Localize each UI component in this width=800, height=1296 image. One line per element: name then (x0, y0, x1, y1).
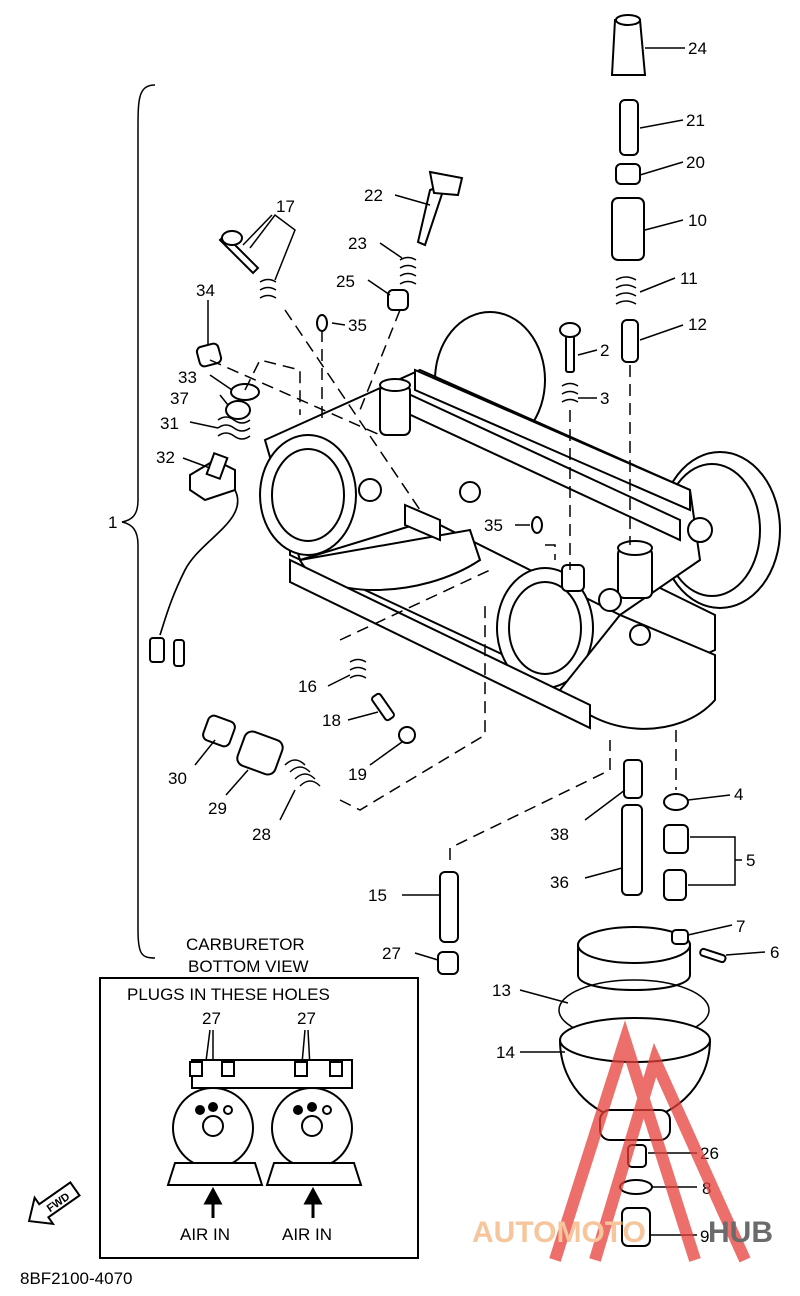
callout-18: 18 (322, 711, 341, 730)
leader-lines (182, 47, 766, 1236)
inset-air-in-left: AIR IN (180, 1225, 230, 1244)
callout-23: 23 (348, 234, 367, 253)
callout-13: 13 (492, 981, 511, 1000)
callout-5: 5 (746, 851, 755, 870)
callout-33: 33 (178, 368, 197, 387)
callout-7: 7 (736, 917, 745, 936)
assembly-brace (121, 84, 156, 959)
callout-28: 28 (252, 825, 271, 844)
callout-30: 30 (168, 769, 187, 788)
watermark-text-primary: AUTOMOTO (472, 1216, 646, 1249)
callout-20: 20 (686, 153, 705, 172)
fuel-fitting (149, 451, 239, 667)
bottom-view-inset: CARBURETOR BOTTOM VIEW PLUGS IN THESE HO… (99, 935, 419, 1259)
callout-3: 3 (600, 389, 609, 408)
callout-16: 16 (298, 677, 317, 696)
inset-title-line1: CARBURETOR (186, 935, 305, 954)
watermark-text-secondary: HUB (708, 1216, 773, 1249)
inset-label-left: 27 (202, 1009, 221, 1028)
left-small-parts (195, 170, 543, 787)
inset-air-in-right: AIR IN (282, 1225, 332, 1244)
callout-29: 29 (208, 799, 227, 818)
callout-21: 21 (686, 111, 705, 130)
callout-6: 6 (770, 943, 779, 962)
callout-4: 4 (734, 785, 743, 804)
inset-label-right: 27 (297, 1009, 316, 1028)
callout-27: 27 (382, 944, 401, 963)
callout-35a: 35 (348, 316, 367, 335)
callout-22: 22 (364, 186, 383, 205)
callout-38: 38 (550, 825, 569, 844)
callout-37: 37 (170, 389, 189, 408)
callout-14: 14 (496, 1043, 515, 1062)
fwd-arrow: FWD (27, 1180, 81, 1226)
callout-11: 11 (680, 269, 698, 288)
callout-32: 32 (156, 448, 175, 467)
watermark-logo: AUTOMOTO HUB (472, 1020, 773, 1263)
carburetor-body (259, 311, 781, 730)
callout-35b: 35 (484, 516, 503, 535)
callout-2: 2 (600, 341, 609, 360)
callout-24: 24 (688, 39, 707, 58)
callout-31: 31 (160, 414, 179, 433)
callout-9: 9 (700, 1227, 709, 1246)
callout-25: 25 (336, 272, 355, 291)
part-number: 8BF2100-4070 (20, 1269, 132, 1288)
callout-36: 36 (550, 873, 569, 892)
callout-34: 34 (196, 281, 215, 300)
inset-title-line2: BOTTOM VIEW (188, 957, 309, 976)
callout-17: 17 (276, 197, 295, 216)
callout-19: 19 (348, 765, 367, 784)
callout-1: 1 (108, 513, 117, 532)
inset-frame (99, 977, 419, 1259)
callout-12: 12 (688, 315, 707, 334)
callout-10: 10 (688, 211, 707, 230)
callout-labels: 1 2 3 4 5 6 7 8 9 10 11 12 13 14 15 16 1… (108, 39, 779, 1246)
inset-header: PLUGS IN THESE HOLES (127, 985, 330, 1004)
callout-15: 15 (368, 886, 387, 905)
